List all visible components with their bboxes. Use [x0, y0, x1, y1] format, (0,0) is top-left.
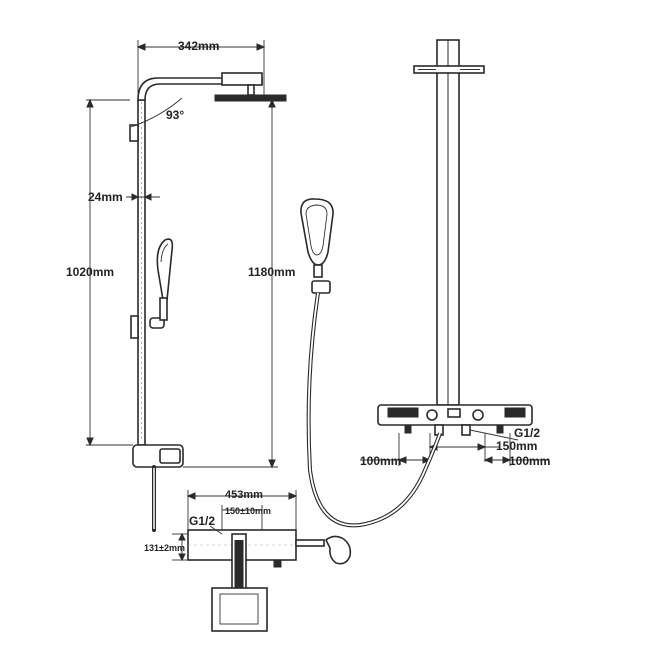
center-distance-label: 150mm: [496, 439, 537, 453]
wall-offset-label: 24mm: [88, 190, 123, 204]
plan-depth-label: 131±2mm: [144, 543, 185, 553]
upper-wall-bracket: [129, 124, 139, 142]
head-connector: [247, 84, 255, 96]
plan-thread-label: G1/2: [189, 514, 215, 528]
right-offset-label: 100mm: [509, 454, 550, 468]
slide-height-label: 1020mm: [66, 265, 114, 279]
plan-center-label: 150±10mm: [225, 506, 271, 516]
plan-view: 453mm G1/2 150±10mm 131±2mm: [144, 489, 352, 632]
left-offset-label: 100mm: [360, 454, 401, 468]
lower-wall-bracket: [130, 315, 139, 339]
hand-shower-side: [156, 238, 174, 301]
thread-right-label: G1/2: [514, 426, 540, 440]
side-lever: [325, 535, 352, 565]
side-view: 342mm 93° 24mm 1020mm 1180mm: [66, 39, 295, 532]
front-view: G1/2 150mm 100mm 100mm: [300, 39, 550, 528]
right-knob: [472, 409, 484, 421]
total-height-label: 1180mm: [248, 265, 295, 279]
top-width-label: 342mm: [178, 39, 219, 53]
plan-width-label: 453mm: [225, 489, 263, 501]
angle-label: 93°: [166, 108, 184, 122]
top-crossbar: [413, 65, 485, 74]
left-knob: [426, 409, 438, 421]
arm-end: [221, 72, 263, 86]
rain-shower-head: [214, 94, 287, 102]
holder: [311, 280, 331, 294]
hand-shower-front: [300, 198, 334, 266]
